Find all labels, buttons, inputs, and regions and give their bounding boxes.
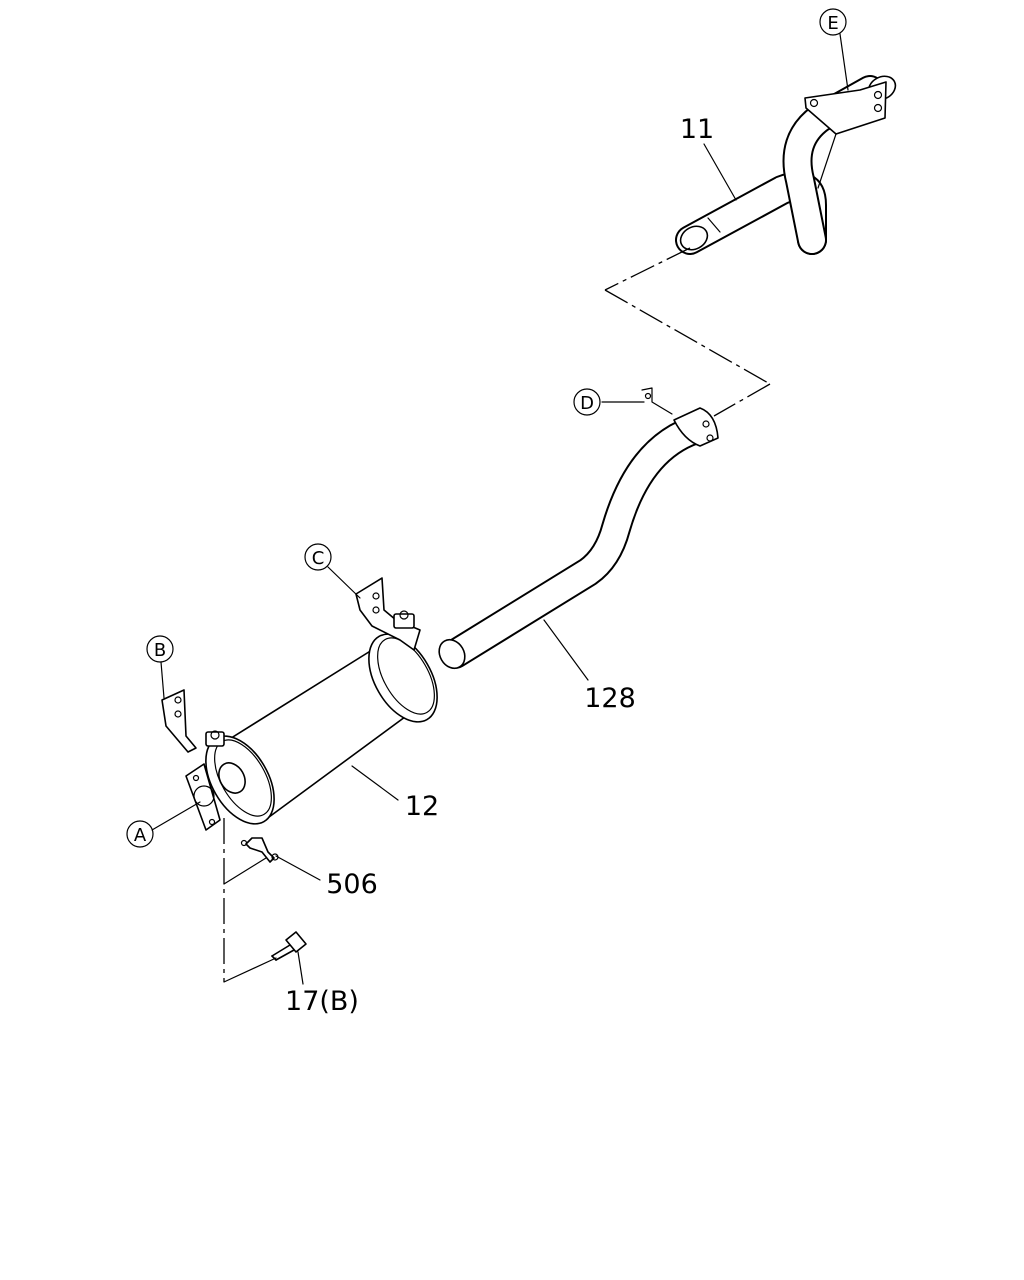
svg-text:D: D	[580, 393, 594, 414]
label-part-12: 12	[405, 791, 439, 822]
gasket-part-506[interactable]	[240, 837, 279, 863]
leader-lines	[151, 33, 849, 985]
tail-pipe-part-11[interactable]	[675, 72, 899, 255]
callout-c: C	[304, 543, 332, 571]
muffler-part-12[interactable]	[161, 577, 451, 836]
label-part-17b: 17(B)	[285, 986, 359, 1017]
label-part-506: 506	[326, 869, 378, 900]
label-part-128: 128	[584, 683, 636, 714]
bolt-part-17b[interactable]	[271, 931, 307, 961]
label-part-11: 11	[680, 114, 714, 145]
svg-text:B: B	[154, 640, 166, 661]
callout-a: A	[126, 820, 154, 848]
assembly-lines	[223, 247, 771, 983]
svg-text:E: E	[827, 13, 838, 34]
svg-text:C: C	[312, 548, 325, 569]
callout-e: E	[819, 8, 847, 36]
callout-b: B	[146, 635, 174, 663]
front-pipe-part-128[interactable]	[434, 387, 719, 673]
callout-d: D	[573, 388, 601, 416]
svg-text:A: A	[134, 825, 147, 846]
